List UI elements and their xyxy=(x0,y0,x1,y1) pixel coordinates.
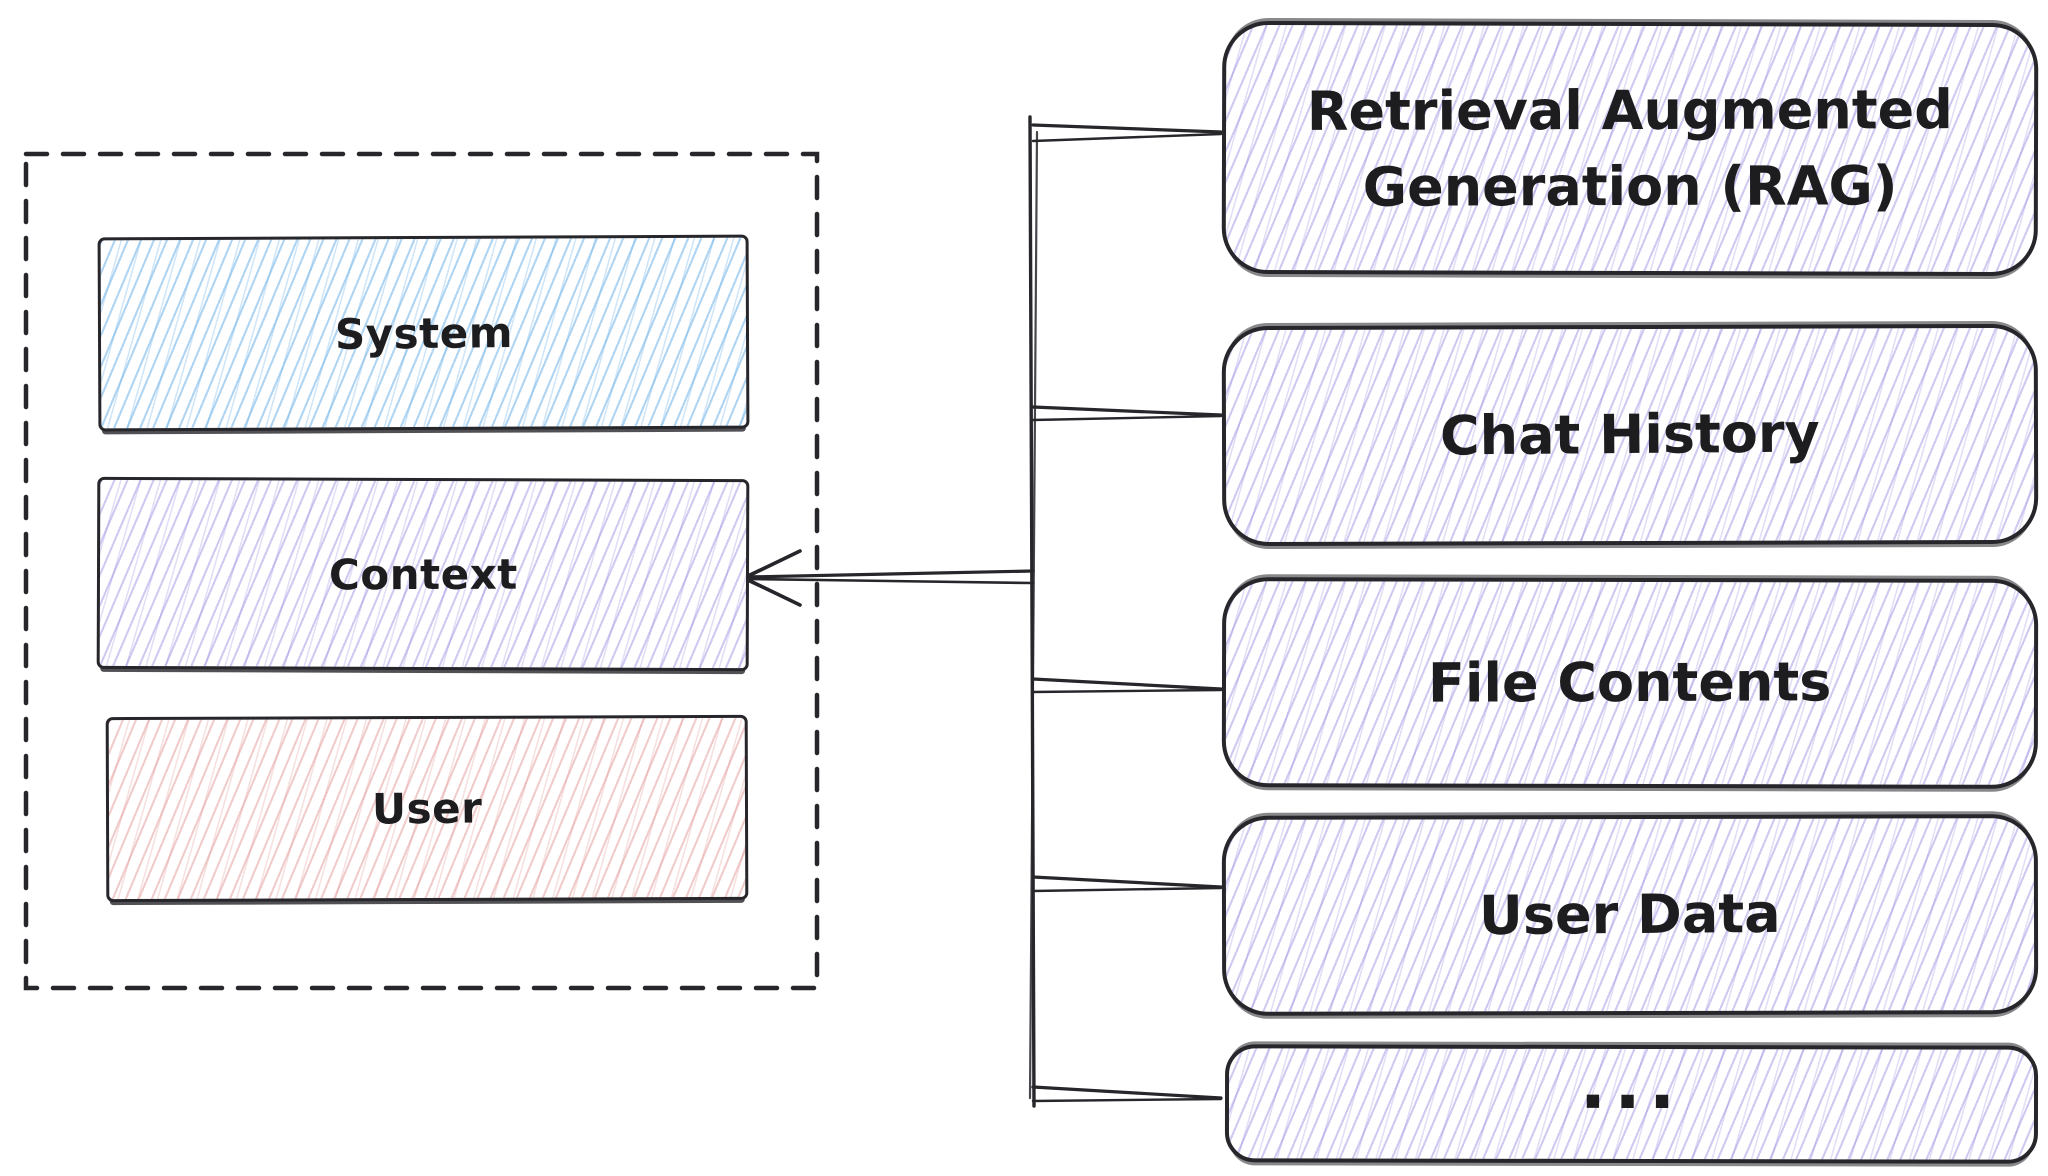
more-sources-box: ... xyxy=(1224,1043,2039,1164)
arrowhead-stroke xyxy=(742,549,802,580)
connector-rag xyxy=(1031,123,1223,143)
trunk-stroke xyxy=(1028,130,1039,1100)
rag-box-label: Retrieval Augmented Generation (RAG) xyxy=(1306,78,1954,219)
user-box: User xyxy=(105,714,749,903)
more-sources-box-label: ... xyxy=(1579,1042,1684,1126)
arrow-shaft xyxy=(744,569,1035,579)
trunk-stroke xyxy=(1028,115,1036,1108)
connector-stroke xyxy=(1031,886,1223,893)
connector-stroke xyxy=(1031,414,1223,422)
chat-history-box-label: Chat History xyxy=(1439,401,1821,468)
file-contents-box-label: File Contents xyxy=(1428,650,1832,715)
connector-stroke xyxy=(1031,132,1223,143)
context-box: Context xyxy=(96,476,750,672)
system-box-label: System xyxy=(334,307,513,359)
connector-stroke xyxy=(1031,123,1223,134)
connector-more xyxy=(1031,1085,1223,1103)
user-data-box: User Data xyxy=(1221,814,2039,1016)
arrowhead-stroke xyxy=(744,553,793,578)
system-box: System xyxy=(97,234,750,432)
connector-stroke xyxy=(1031,677,1223,691)
connector-stroke xyxy=(1031,405,1223,417)
user-data-box-label: User Data xyxy=(1478,882,1782,948)
connector-stroke xyxy=(1031,1085,1223,1100)
connector-user-data xyxy=(1031,875,1223,893)
user-box-label: User xyxy=(371,783,483,834)
rag-box: Retrieval Augmented Generation (RAG) xyxy=(1221,20,2039,277)
sources-trunk-line xyxy=(1028,115,1039,1108)
connector-chat-history xyxy=(1031,405,1223,422)
arrowhead-stroke xyxy=(744,578,793,603)
file-contents-box: File Contents xyxy=(1221,577,2039,789)
connector-stroke xyxy=(1031,1097,1223,1103)
connector-stroke xyxy=(1031,875,1223,889)
context-box-label: Context xyxy=(328,549,518,599)
chat-history-box: Chat History xyxy=(1221,323,2039,547)
arrowhead-stroke xyxy=(742,576,802,607)
connector-stroke xyxy=(1031,688,1223,694)
arrow-to-context xyxy=(742,549,1035,607)
arrow-shaft xyxy=(744,577,1035,585)
connector-file-contents xyxy=(1031,677,1223,694)
